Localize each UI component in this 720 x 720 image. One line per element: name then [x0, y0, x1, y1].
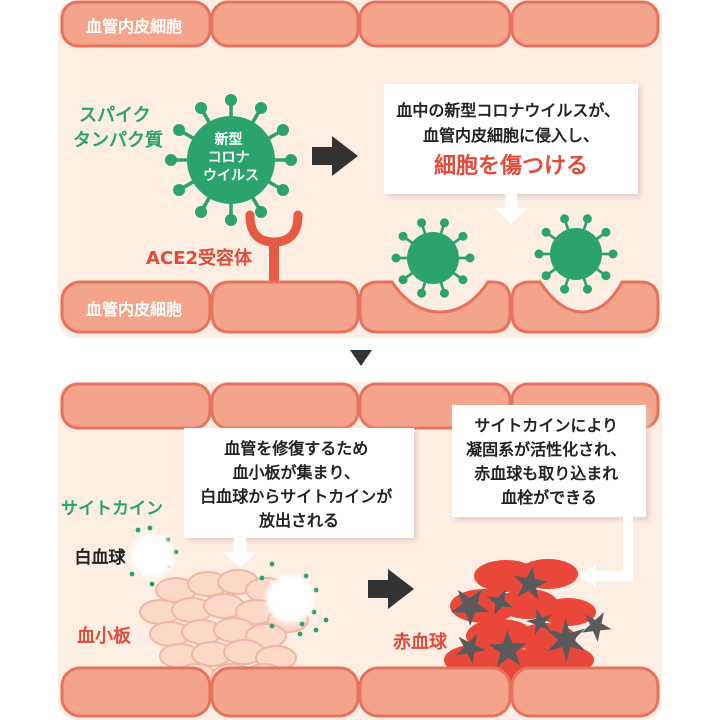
caption-left-line: 血管を修復するため — [224, 439, 368, 458]
caption-box-top — [384, 84, 638, 194]
caption-top-line: 血中の新型コロナウイルスが、 — [396, 101, 620, 120]
wbc-label: 白血球 — [75, 547, 127, 568]
activated-platelet — [581, 612, 612, 642]
endothelial-cell — [60, 280, 212, 334]
caption-right-line: 赤血球も取り込まれ — [474, 464, 618, 483]
rbc-label: 赤血球 — [393, 631, 448, 653]
cytokine-dot — [119, 549, 125, 555]
endothelial-cell — [210, 666, 360, 718]
cytokine-dot — [149, 581, 155, 587]
cytokine-dot — [299, 621, 305, 627]
endothelial-cell — [60, 0, 212, 48]
cytokine-dot — [297, 631, 303, 637]
cytokine-dot — [135, 527, 141, 533]
caption-left-line: 白血球からサイトカインが — [200, 487, 392, 506]
endothelial-cell — [210, 382, 360, 430]
top-panel-bottom-cells — [60, 280, 660, 334]
spike-label-line: スパイク — [79, 105, 151, 126]
white-blood-cell — [266, 575, 314, 623]
virus-small — [534, 214, 618, 294]
cytokine-dot — [311, 609, 317, 615]
activated-platelet — [526, 608, 552, 635]
cytokine-dot — [269, 623, 275, 629]
caption-top: 血中の新型コロナウイルスが、 血管内皮細胞に侵入し、 — [396, 101, 625, 145]
caption-right: サイトカインにより 凝固系が活性化され、 赤血球も取り込まれ 血栓ができる — [466, 416, 632, 507]
cytokine-dot — [323, 617, 329, 623]
activated-platelet — [488, 630, 527, 667]
white-blood-cell — [130, 534, 174, 578]
caption-box-left — [184, 428, 414, 538]
red-blood-cell — [540, 598, 596, 626]
cytokine-dot — [313, 627, 319, 633]
white-arrow-down — [494, 194, 528, 224]
caption-box-right — [452, 405, 646, 517]
cell-label-top: 血管内皮細胞 — [86, 17, 182, 36]
endothelial-cell — [210, 0, 360, 48]
cytokine-dot — [313, 587, 319, 593]
thrombus — [444, 559, 612, 701]
endothelial-cell — [510, 666, 660, 718]
virus-large — [165, 94, 297, 226]
platelet-label: 血小板 — [77, 625, 132, 647]
bottom-bottom-cells — [60, 666, 660, 718]
platelet-cluster — [139, 569, 309, 689]
down-triangle — [350, 350, 372, 366]
cytokine-dot — [173, 549, 179, 555]
virus-label-line: 新型 — [215, 131, 243, 148]
top-cell-row — [60, 0, 660, 48]
endothelial-cell — [510, 0, 660, 48]
activated-platelet — [514, 566, 548, 600]
endothelial-cell — [358, 0, 512, 48]
caption-left: 血管を修復するため 血小板が集まり、 白血球からサイトカインが 放出される — [200, 439, 398, 530]
activated-platelet — [451, 589, 490, 626]
caption-right-line: 凝固系が活性化され、 — [466, 440, 626, 459]
activated-platelet — [487, 589, 513, 615]
activated-platelet — [455, 633, 486, 664]
cell-label-bottom: 血管内皮細胞 — [86, 300, 182, 319]
virus-label-line: ウイルス — [203, 168, 259, 184]
caption-right-line: サイトカインにより — [474, 416, 618, 435]
spike-label: スパイク タンパク質 — [73, 105, 163, 151]
virus-label: 新型 コロナ ウイルス — [203, 131, 259, 184]
damaged-cell — [510, 280, 660, 334]
activated-platelet — [546, 618, 586, 662]
caption-left-line: 放出される — [258, 511, 339, 530]
virus-small — [391, 218, 475, 298]
cytokine-dot — [259, 575, 265, 581]
endothelial-cell — [60, 666, 212, 718]
bottom-panel: サイトカイン 白血球 血小板 血管を修復するため 血小板が集まり、 白血球からサ… — [58, 382, 662, 720]
endothelial-cell — [210, 280, 360, 334]
top-panel: 血管内皮細胞 スパイク タンパク質 新型 コロナ ウイルス ACE2受容体 — [58, 0, 662, 338]
right-arrow — [368, 569, 414, 609]
cytokine-dot — [303, 573, 309, 579]
virus-label-line: コロナ — [208, 150, 250, 166]
ace2-receptor — [245, 210, 303, 282]
cytokine-label: サイトカイン — [61, 499, 163, 519]
endothelial-cell — [60, 382, 212, 430]
receptor-label: ACE2受容体 — [146, 247, 253, 269]
cytokine-dot — [129, 571, 135, 577]
caption-left-line: 血小板が集まり、 — [233, 463, 360, 482]
spike-label-line: タンパク質 — [73, 129, 163, 151]
endothelial-cell — [358, 666, 512, 718]
caption-top-line: 血管内皮細胞に侵入し、 — [423, 126, 599, 145]
right-arrow — [312, 136, 358, 176]
cytokine-dot — [147, 525, 153, 531]
damaged-cell — [358, 280, 512, 334]
caption-right-line: 血栓ができる — [501, 488, 597, 507]
cytokine-dot — [269, 561, 275, 567]
caption-top-emphasis: 細胞を傷つける — [434, 153, 588, 179]
white-arrow-down — [223, 538, 257, 568]
white-bent-arrow — [578, 517, 633, 588]
